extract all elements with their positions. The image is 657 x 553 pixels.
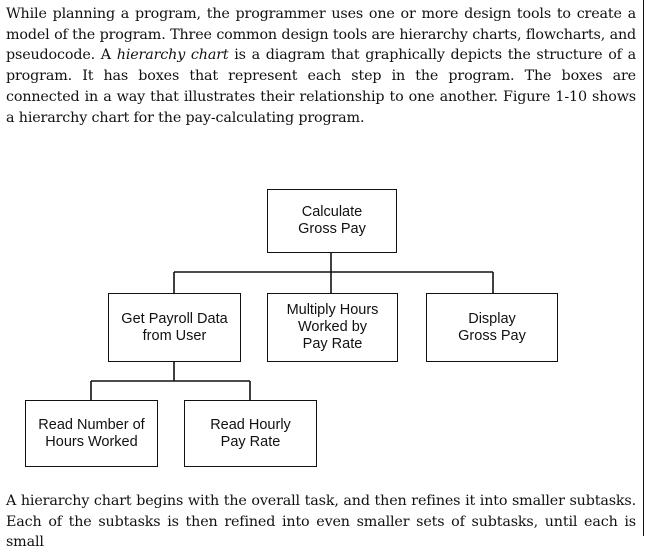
box-label: Pay Rate xyxy=(302,336,363,352)
intro-paragraph: While planning a program, the programmer… xyxy=(6,4,636,128)
box-label: Read Hourly xyxy=(210,416,291,433)
box-read-hourly-pay-rate: Read Hourly Pay Rate xyxy=(184,400,317,467)
box-display-gross-pay: Display Gross Pay xyxy=(426,293,558,362)
box-label: Get Payroll Data xyxy=(121,310,228,327)
closing-paragraph: A hierarchy chart begins with the overal… xyxy=(6,493,636,551)
box-label: Multiply Hours xyxy=(286,302,379,318)
term-hierarchy-chart: hierarchy chart xyxy=(116,47,229,64)
connector-lines xyxy=(90,252,494,401)
box-label: from User xyxy=(142,327,207,344)
box-label: Calculate xyxy=(301,204,363,220)
box-label: Gross Pay xyxy=(298,221,366,237)
box-label: Hours Worked xyxy=(45,433,138,450)
box-label: Read Number of xyxy=(38,416,145,433)
box-label: Gross Pay xyxy=(458,327,526,344)
intro-text-1: While planning a program, the programmer… xyxy=(6,6,636,64)
box-read-number-of-hours: Read Number of Hours Worked xyxy=(25,400,158,467)
box-multiply-hours: Multiply Hours Worked by Pay Rate xyxy=(267,293,398,362)
page-edge-rule xyxy=(643,0,644,536)
box-calculate-gross-pay: Calculate Gross Pay xyxy=(267,189,397,253)
box-label: Worked by xyxy=(297,319,368,335)
box-get-payroll-data: Get Payroll Data from User xyxy=(108,293,241,362)
intro-text-2: is a diagram that graphically depicts th… xyxy=(6,47,636,126)
box-label: Pay Rate xyxy=(220,433,281,450)
box-label: Display xyxy=(468,310,516,327)
